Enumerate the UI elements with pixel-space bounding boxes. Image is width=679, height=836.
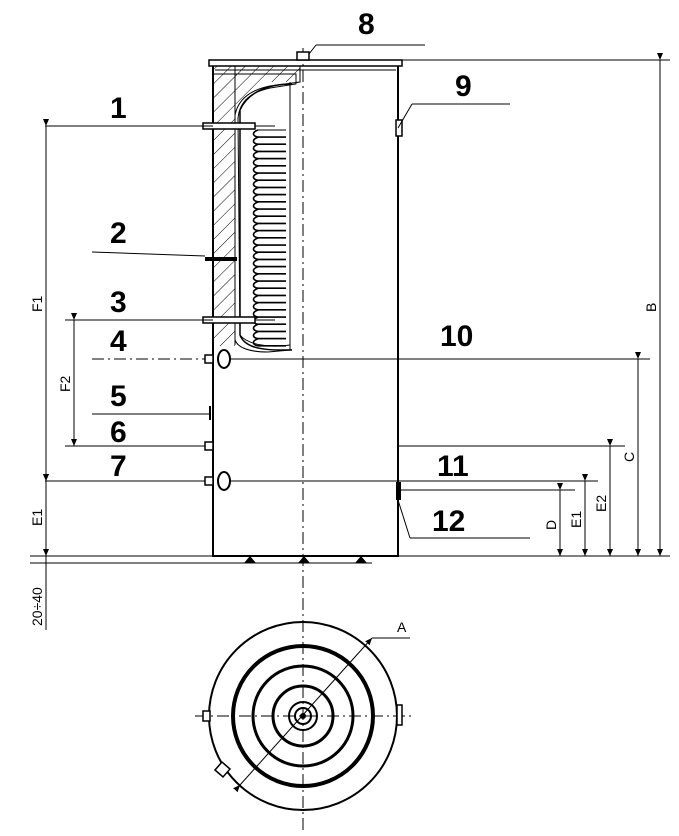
connection-12 [396, 482, 401, 500]
callout-8: 8 [358, 8, 375, 41]
coil-winding [252, 179, 286, 189]
dim-label-B: B [643, 303, 659, 312]
dimension-labels: F1 F2 E1 20÷40 B C E2 E1 D A [29, 295, 659, 635]
coil-winding [252, 215, 286, 225]
coil-winding [252, 251, 286, 261]
dim-label-F1: F1 [29, 295, 45, 312]
callout-labels: 1 2 3 4 5 6 7 8 9 10 11 12 [110, 8, 473, 538]
connection-6 [204, 441, 214, 451]
dim-label-E1-left: E1 [29, 509, 45, 526]
flange-4 [217, 349, 231, 369]
foot-right [355, 556, 367, 563]
coil-winding [252, 129, 286, 138]
coil-winding [252, 136, 286, 145]
dimension-lines [43, 53, 663, 630]
plan-stub-right [396, 704, 403, 726]
coil-winding [252, 172, 286, 181]
callout-9: 9 [455, 70, 472, 103]
coil-winding [252, 165, 286, 174]
connection-7 [204, 476, 214, 486]
connection-4 [204, 354, 214, 364]
tank-side-view [202, 48, 403, 830]
coil-winding [252, 194, 286, 203]
coil-winding [252, 287, 286, 297]
callout-11: 11 [437, 450, 469, 483]
coil-winding [252, 186, 286, 196]
coil-winding [252, 230, 286, 239]
dim-label-E1-right: E1 [568, 511, 584, 528]
top-connection [296, 51, 310, 61]
flange-7 [217, 471, 231, 491]
coil-winding [252, 309, 286, 318]
coil-winding [252, 222, 286, 232]
coil-winding [252, 330, 286, 340]
coil-winding [252, 143, 286, 153]
coil-winding [252, 338, 286, 347]
dim-label-C: C [621, 452, 637, 462]
callout-4: 4 [110, 325, 127, 358]
coil-winding [252, 273, 286, 282]
coil-winding [252, 244, 286, 253]
dim-label-F2: F2 [57, 375, 73, 392]
callout-5: 5 [110, 380, 127, 413]
callout-7: 7 [110, 450, 127, 483]
callout-12: 12 [432, 505, 465, 538]
callout-10: 10 [440, 320, 473, 353]
connection-9 [395, 119, 403, 137]
inner-vessel [239, 83, 293, 351]
dim-label-E2: E2 [593, 495, 609, 512]
coil-winding [252, 150, 286, 160]
coil-winding [252, 294, 286, 304]
tank-top-cap [208, 59, 403, 67]
coil-winding [252, 266, 286, 275]
coil-winding [252, 208, 286, 217]
foot-center [298, 556, 310, 563]
plan-stub-left [202, 710, 211, 722]
foot-left [244, 556, 256, 563]
callout-2: 2 [110, 217, 127, 250]
coil-winding [252, 258, 286, 268]
coil-winding [252, 237, 286, 246]
callout-6: 6 [110, 416, 127, 449]
connection-2 [205, 257, 237, 261]
callout-1: 1 [110, 92, 127, 125]
coil-winding [252, 280, 286, 289]
plan-stub-diag [213, 760, 232, 779]
dim-label-D: D [543, 520, 559, 530]
tank-plan-view [195, 621, 411, 811]
coil-winding [252, 158, 286, 167]
dim-label-feet: 20÷40 [29, 587, 45, 626]
coil-winding [252, 323, 286, 333]
coil-winding [252, 302, 286, 311]
dim-label-A: A [397, 619, 407, 635]
leader-lines [30, 44, 670, 564]
heat-exchanger-coil [252, 129, 286, 347]
coil-winding [252, 316, 286, 325]
coil-winding [252, 201, 286, 210]
callout-3: 3 [110, 286, 127, 319]
